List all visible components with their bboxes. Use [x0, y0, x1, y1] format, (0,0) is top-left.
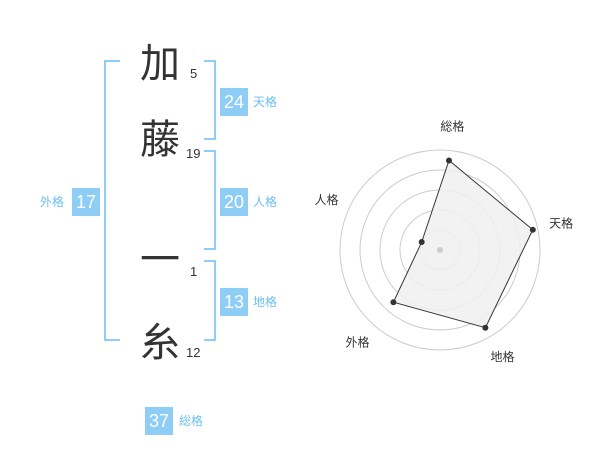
- radar-point: [418, 238, 425, 245]
- chikaku-badge: 13: [220, 288, 248, 316]
- radar-point: [482, 324, 489, 331]
- gaikaku-label: 外格: [40, 195, 65, 209]
- chikaku-bracket: [204, 260, 216, 341]
- gaikaku-bracket: [104, 60, 120, 341]
- jinkaku-bracket: [204, 150, 216, 250]
- soukaku-badge: 37: [145, 407, 173, 435]
- radar-axis-label: 天格: [549, 216, 573, 231]
- soukaku-label: 総格: [179, 414, 204, 428]
- stroke-count-1: 5: [190, 66, 198, 81]
- jinkaku-label: 人格: [253, 195, 278, 209]
- gaikaku-badge: 17: [72, 188, 100, 216]
- radar-axis-label: 人格: [314, 192, 338, 207]
- jinkaku-badge: 20: [220, 188, 248, 216]
- tenkaku-bracket: [204, 60, 216, 140]
- chikaku-label: 地格: [253, 295, 278, 309]
- name-char-3: 一: [140, 237, 180, 283]
- name-char-2: 藤: [140, 117, 180, 163]
- radar-center-dot: [437, 247, 443, 253]
- radar-axis-label: 総格: [440, 119, 464, 134]
- stroke-count-4: 12: [186, 345, 201, 360]
- tenkaku-badge: 24: [220, 88, 248, 116]
- radar-axis-label: 外格: [345, 335, 369, 350]
- name-char-4: 糸: [140, 320, 180, 366]
- radar-axis-label: 地格: [490, 349, 514, 364]
- radar-grid-ring: [339, 149, 541, 351]
- radar-point: [390, 299, 397, 306]
- radar-polygon: [392, 159, 534, 329]
- stroke-count-3: 1: [190, 264, 198, 279]
- tenkaku-label: 天格: [253, 95, 278, 109]
- name-char-1: 加: [140, 41, 180, 87]
- radar-point: [445, 157, 452, 164]
- radar-point: [529, 226, 536, 233]
- stroke-count-2: 19: [186, 146, 201, 161]
